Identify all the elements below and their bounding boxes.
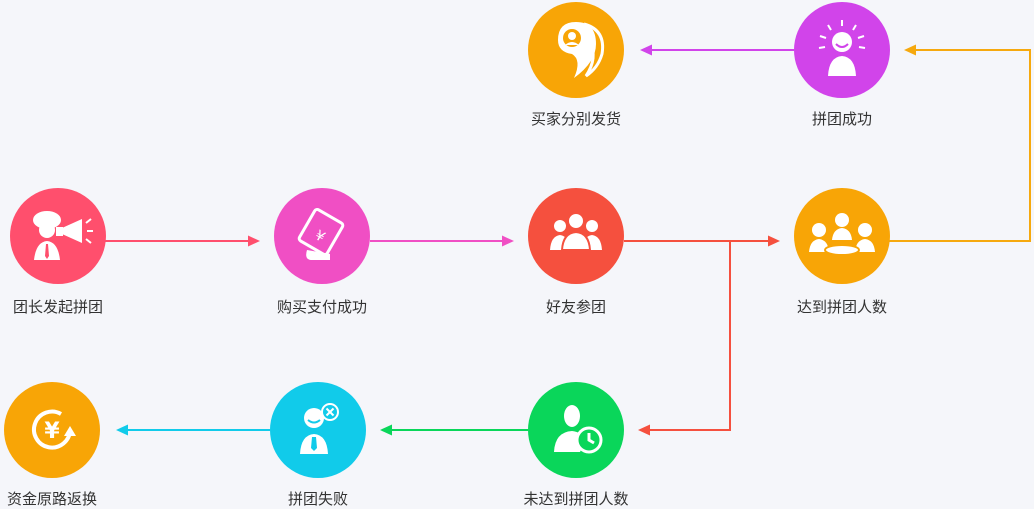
payment-card-icon: ¥ <box>297 208 345 260</box>
arrowhead-ship <box>640 44 652 56</box>
leader-megaphone-icon <box>33 211 93 260</box>
node-reach-count <box>794 188 890 284</box>
arrowhead-not-reach <box>638 424 650 436</box>
label-group-fail: 拼团失败 <box>287 491 348 508</box>
svg-text:¥: ¥ <box>44 419 60 444</box>
label-group-success: 拼团成功 <box>811 111 872 128</box>
group-people-icon <box>550 212 602 251</box>
label-ship: 买家分别发货 <box>530 111 621 128</box>
label-payment: 购买支付成功 <box>276 299 367 316</box>
arrow-reach-to-success <box>888 49 1031 242</box>
shipping-badge-icon <box>558 22 605 78</box>
label-not-reach: 未达到拼团人数 <box>523 491 629 508</box>
refund-yen-icon: ¥ <box>32 409 76 450</box>
arrowhead-fail <box>380 424 392 436</box>
arrow-friends-to-not-reach <box>650 241 731 431</box>
label-leader-start: 团长发起拼团 <box>12 299 103 316</box>
node-leader-start <box>10 188 106 284</box>
node-group-success <box>794 2 890 98</box>
arrowhead-refund <box>116 424 128 436</box>
arrowhead-payment <box>248 235 260 247</box>
meeting-table-icon <box>809 213 875 256</box>
arrowhead-friends <box>502 235 514 247</box>
arrowhead-reach <box>768 235 780 247</box>
label-reach-count: 达到拼团人数 <box>796 299 887 316</box>
node-group-fail <box>270 382 366 478</box>
node-friends-join <box>528 188 624 284</box>
arrowhead-success <box>904 44 916 56</box>
node-not-reach <box>528 382 624 478</box>
person-clock-icon <box>554 405 603 454</box>
person-cancel-icon <box>300 403 339 454</box>
label-refund: 资金原路返换 <box>6 491 97 508</box>
svg-text:¥: ¥ <box>312 227 328 245</box>
node-ship <box>528 2 624 98</box>
label-friends-join: 好友参团 <box>545 299 606 316</box>
happy-person-icon <box>818 20 866 76</box>
node-payment: ¥ <box>274 188 370 284</box>
node-refund: ¥ <box>4 382 100 478</box>
